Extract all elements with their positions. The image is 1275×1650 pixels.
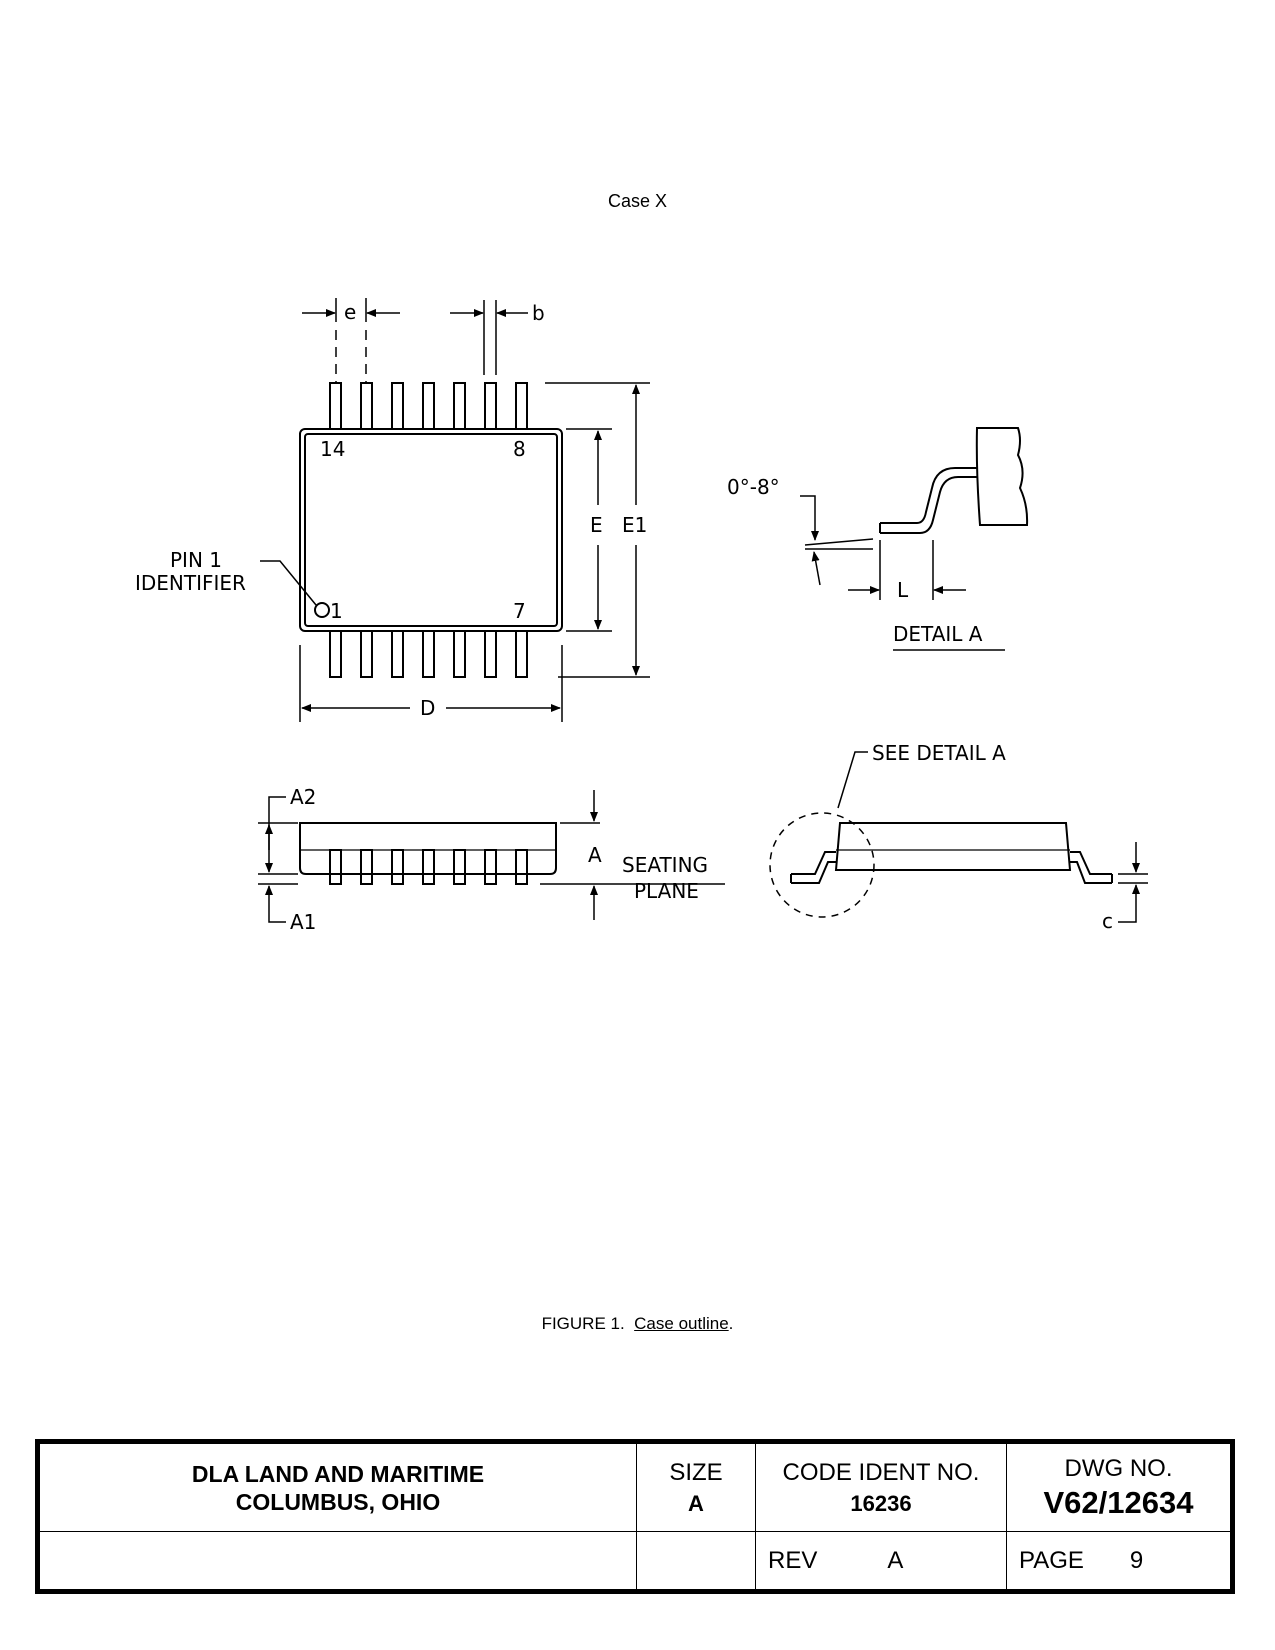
label-pin1-id-line2: IDENTIFIER <box>135 571 246 595</box>
label-E: E <box>590 513 603 537</box>
label-E1: E1 <box>622 513 647 537</box>
label-seating: SEATING <box>622 853 708 877</box>
package-body <box>299 428 563 632</box>
top-view-labels: e b 14 8 1 7 E E1 D PIN 1 IDENTIFIER <box>135 300 647 720</box>
label-see-detail-a: SEE DETAIL A <box>872 741 1006 765</box>
rev-value: A <box>887 1546 904 1574</box>
code-label: CODE IDENT NO. <box>782 1458 980 1486</box>
detail-a <box>800 427 1029 651</box>
side-view-pins <box>329 849 528 885</box>
label-e: e <box>344 300 356 324</box>
org-line2: COLUMBUS, OHIO <box>235 1488 441 1515</box>
empty-cell-1 <box>37 1531 637 1592</box>
code-cell: CODE IDENT NO. 16236 <box>755 1441 1007 1532</box>
rev-cell: REV A <box>755 1531 1007 1592</box>
side-view-labels: A2 A1 A SEATING PLANE <box>290 785 708 934</box>
page-cell: PAGE 9 <box>1006 1531 1233 1592</box>
page-label: PAGE <box>1019 1546 1084 1574</box>
size-label: SIZE <box>669 1458 723 1486</box>
caption-prefix: FIGURE 1. <box>541 1314 625 1333</box>
code-value: 16236 <box>850 1490 912 1516</box>
org-cell: DLA LAND AND MARITIME COLUMBUS, OHIO <box>37 1441 637 1532</box>
figure-caption: FIGURE 1. Case outline. <box>0 1314 1275 1334</box>
label-pin14: 14 <box>320 437 345 461</box>
label-L: L <box>897 578 909 602</box>
title-block: DLA LAND AND MARITIME COLUMBUS, OHIO SIZ… <box>35 1439 1235 1594</box>
detail-a-labels: 0°-8° L DETAIL A <box>727 475 983 646</box>
size-cell: SIZE A <box>636 1441 756 1532</box>
dwg-value: V62/12634 <box>1043 1484 1194 1520</box>
label-pin1: 1 <box>330 599 343 623</box>
label-pin8: 8 <box>513 437 526 461</box>
top-view <box>260 298 650 722</box>
label-detail-a: DETAIL A <box>893 622 983 646</box>
dwg-label: DWG NO. <box>1064 1454 1173 1482</box>
case-label: Case X <box>607 191 668 211</box>
bottom-pins <box>329 630 528 678</box>
label-pin1-id-line1: PIN 1 <box>170 548 222 572</box>
label-A: A <box>588 843 602 867</box>
empty-cell-2 <box>636 1531 756 1592</box>
end-view <box>769 751 1148 923</box>
side-view <box>258 790 725 923</box>
label-A1: A1 <box>290 910 316 934</box>
label-b: b <box>532 301 545 325</box>
pin1-dot <box>314 602 330 618</box>
label-angle: 0°-8° <box>727 475 780 499</box>
caption-title: Case outline <box>634 1314 729 1333</box>
org-line1: DLA LAND AND MARITIME <box>191 1460 485 1487</box>
label-pin7: 7 <box>513 599 526 623</box>
label-c: c <box>1102 909 1113 933</box>
caption-suffix: . <box>728 1314 734 1333</box>
size-value: A <box>688 1490 704 1516</box>
rev-label: REV <box>768 1546 818 1574</box>
top-pins <box>329 382 528 430</box>
label-plane: PLANE <box>634 879 699 903</box>
end-view-labels: SEE DETAIL A c <box>872 741 1113 933</box>
dwg-cell: DWG NO. V62/12634 <box>1006 1441 1233 1532</box>
label-A2: A2 <box>290 785 316 809</box>
page-value: 9 <box>1129 1546 1144 1574</box>
label-D: D <box>420 696 435 720</box>
detail-circle <box>769 812 875 918</box>
